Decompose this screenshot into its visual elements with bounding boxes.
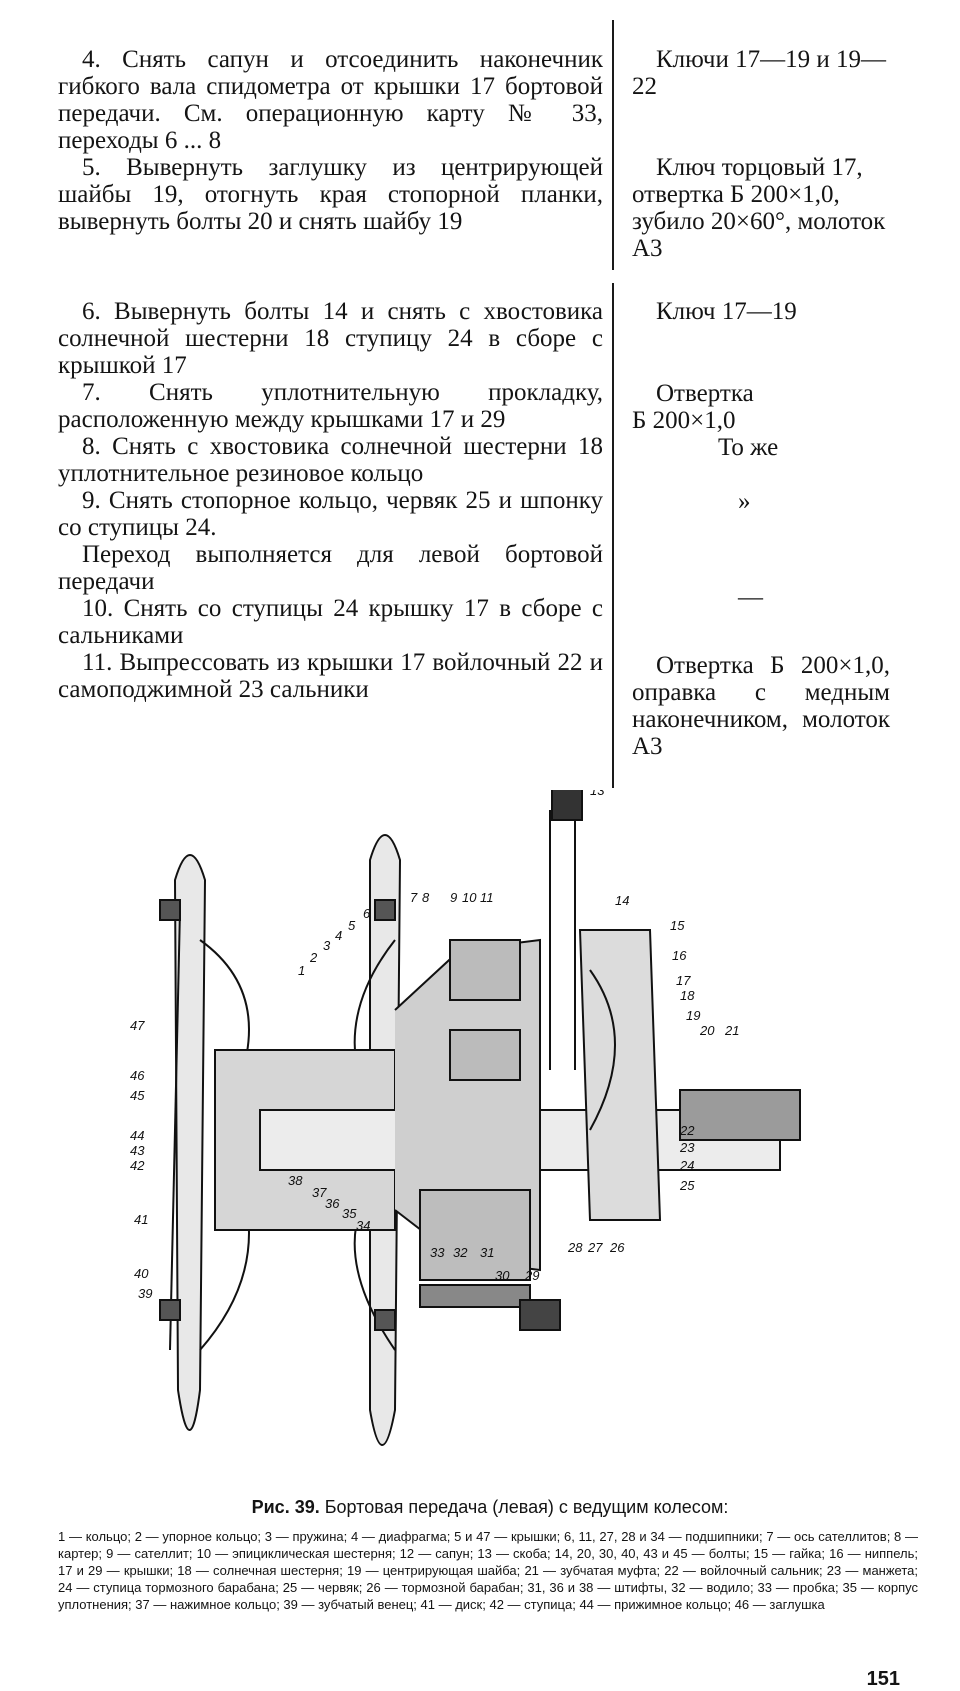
callout-43: 43 [130, 1143, 145, 1158]
callout-42: 42 [130, 1158, 145, 1173]
callout-29: 29 [524, 1268, 539, 1283]
callout-6: 6 [363, 906, 371, 921]
callout-1: 1 [298, 963, 305, 978]
callout-33: 33 [430, 1245, 445, 1260]
callout-2: 2 [309, 950, 318, 965]
tools-block-1: Ключи 17—19 и 19—22 Ключ торцовый 17, от… [632, 46, 892, 262]
figure-title: Бортовая передача (левая) с ведущим коле… [324, 1497, 729, 1517]
callout-13: 13 [590, 790, 605, 798]
callout-4: 4 [335, 928, 342, 943]
step-8: 8. Снять с хвостовика солнечной шестерни… [58, 433, 603, 487]
final-drive-drawing: 1 2 3 4 5 6 7 8 9 10 11 12 13 14 15 16 1… [120, 790, 860, 1490]
figure-legend: 1 — кольцо; 2 — упорное кольцо; 3 — пруж… [58, 1529, 918, 1612]
callout-15: 15 [670, 918, 685, 933]
callout-14: 14 [615, 893, 629, 908]
callout-24: 24 [679, 1158, 694, 1173]
tools-step-4: Ключи 17—19 и 19—22 [632, 46, 886, 100]
tools-step-11: Отвертка Б 200×1,0, оправка с медным нак… [632, 652, 890, 760]
tools-step-7: Отвертка Б 200×1,0 [632, 380, 754, 434]
final-drive-svg: 1 2 3 4 5 6 7 8 9 10 11 12 13 14 15 16 1… [130, 790, 801, 1446]
callout-40: 40 [134, 1266, 149, 1281]
callout-36: 36 [325, 1196, 340, 1211]
callout-10: 10 [462, 890, 477, 905]
tools-step-8: То же [718, 434, 779, 461]
callout-31: 31 [480, 1245, 494, 1260]
callout-20: 20 [699, 1023, 715, 1038]
step-10: 10. Снять со ступицы 24 крышку 17 в сбор… [58, 595, 603, 649]
callout-21: 21 [724, 1023, 739, 1038]
tools-step-6: Ключ 17—19 [656, 298, 797, 325]
column-divider [612, 283, 614, 788]
callout-46: 46 [130, 1068, 145, 1083]
callout-26: 26 [609, 1240, 625, 1255]
callout-38: 38 [288, 1173, 303, 1188]
tools-step-5: Ключ торцовый 17, отвертка Б 200×1,0, зу… [632, 154, 886, 262]
callout-7: 7 [410, 890, 418, 905]
callout-39: 39 [138, 1286, 152, 1301]
callout-35: 35 [342, 1206, 357, 1221]
callout-30: 30 [495, 1268, 510, 1283]
step-6: 6. Вывернуть болты 14 и снять с хвостови… [58, 298, 603, 379]
callout-37: 37 [312, 1185, 327, 1200]
callout-25: 25 [679, 1178, 695, 1193]
callout-28: 28 [567, 1240, 583, 1255]
callout-19: 19 [686, 1008, 700, 1023]
callout-45: 45 [130, 1088, 145, 1103]
callout-8: 8 [422, 890, 430, 905]
callout-23: 23 [679, 1140, 695, 1155]
callout-18: 18 [680, 988, 695, 1003]
callout-32: 32 [453, 1245, 468, 1260]
tools-step-9: » [738, 488, 751, 515]
callout-16: 16 [672, 948, 687, 963]
figure-caption-title: Рис. 39. Бортовая передача (левая) с вед… [90, 1497, 890, 1518]
step-9-note: Переход выполняется для левой бортовой п… [58, 541, 603, 595]
steps-block-2: 6. Вывернуть болты 14 и снять с хвостови… [58, 298, 603, 703]
tools-step-10: — [738, 584, 763, 611]
step-4: 4. Снять сапун и отсоединить наконечник … [58, 46, 603, 154]
callout-27: 27 [587, 1240, 603, 1255]
step-11: 11. Выпрессовать из крышки 17 войлочный … [58, 649, 603, 703]
steps-block-1: 4. Снять сапун и отсоединить наконечник … [58, 46, 603, 235]
callout-34: 34 [356, 1218, 370, 1233]
callout-47: 47 [130, 1018, 145, 1033]
callout-11: 11 [480, 890, 494, 905]
callout-17: 17 [676, 973, 691, 988]
callout-41: 41 [134, 1212, 148, 1227]
page-number: 151 [866, 1668, 900, 1690]
step-9: 9. Снять стопорное кольцо, червяк 25 и ш… [58, 487, 603, 541]
step-5: 5. Вывернуть заглушку из центрирующей ша… [58, 154, 603, 235]
callout-5: 5 [348, 918, 356, 933]
column-divider [612, 20, 614, 270]
callout-44: 44 [130, 1128, 144, 1143]
step-7: 7. Снять уплотнительную прокладку, распо… [58, 379, 603, 433]
callout-3: 3 [323, 938, 331, 953]
callout-22: 22 [679, 1123, 695, 1138]
figure-number: Рис. 39. [251, 1497, 320, 1517]
callout-9: 9 [450, 890, 457, 905]
